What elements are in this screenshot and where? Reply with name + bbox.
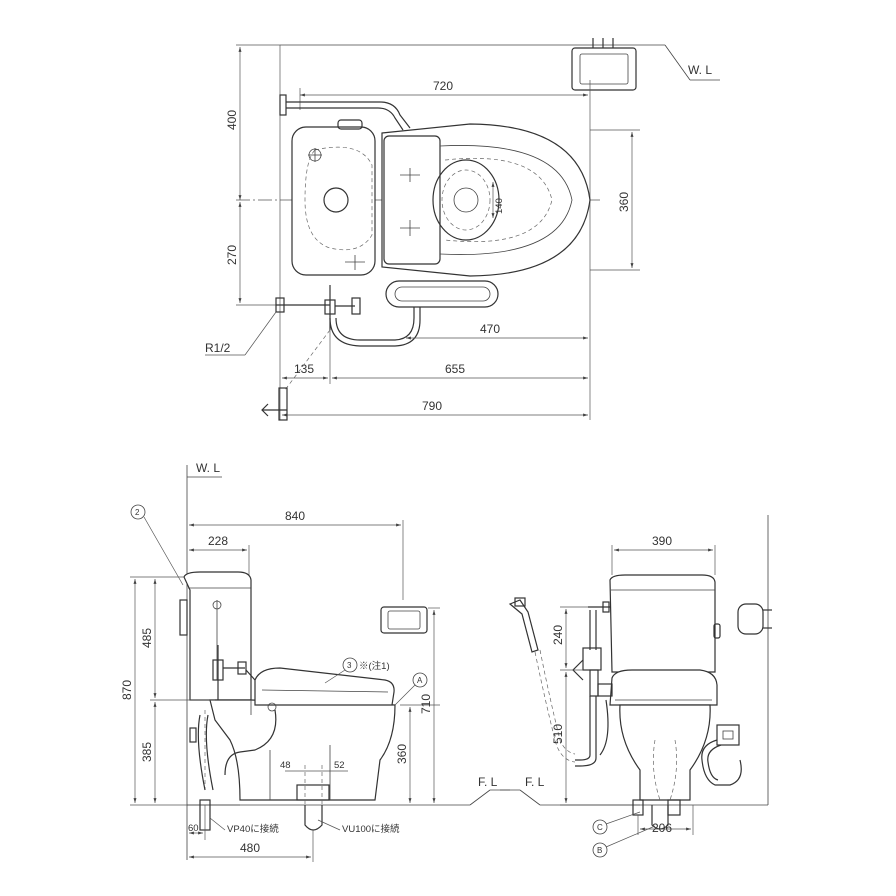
side-dim-360: 360 xyxy=(395,707,412,803)
side-dim-228-label: 228 xyxy=(208,534,228,548)
plan-dim-135-label: 135 xyxy=(294,362,314,376)
side-dim-840-label: 840 xyxy=(285,509,305,523)
plan-dim-655-label: 655 xyxy=(445,362,465,376)
plan-seat: 140 xyxy=(381,123,591,277)
plan-wall-remote xyxy=(571,38,637,91)
side-wall-line-label: W. L xyxy=(196,461,220,475)
front-dim-206: 206 xyxy=(640,821,691,835)
plan-wall-line: W. L xyxy=(280,44,720,81)
front-dim-510-label: 510 xyxy=(551,724,565,744)
side-dim-480-label: 480 xyxy=(240,841,260,855)
plan-tank xyxy=(291,119,376,276)
side-paper-holder xyxy=(380,606,428,634)
front-supply-piping xyxy=(572,601,613,767)
side-callout-2: 2 xyxy=(130,504,184,586)
side-floor-line-label: F. L xyxy=(478,775,498,789)
side-dim-485: 485 xyxy=(140,579,157,698)
side-dim-48-label: 48 xyxy=(280,760,291,771)
plan-dim-360: 360 xyxy=(617,132,634,268)
side-seat xyxy=(254,667,395,712)
front-dim-240: 240 xyxy=(551,609,568,668)
plan-dim-400: 400 xyxy=(225,47,242,200)
side-dim-228: 228 xyxy=(189,534,247,552)
plan-supply-valve xyxy=(275,285,421,347)
side-dim-480: 480 xyxy=(189,841,311,859)
front-dim-240-label: 240 xyxy=(551,625,565,645)
plan-dim-470: 470 xyxy=(406,322,588,340)
plan-dim-790-label: 790 xyxy=(422,399,442,413)
front-bidet-wand xyxy=(508,597,576,763)
svg-text:2: 2 xyxy=(135,508,140,517)
side-dim-60: 60 xyxy=(188,823,203,835)
plan-dim-270: 270 xyxy=(225,202,242,303)
side-dim-60-label: 60 xyxy=(188,823,199,834)
side-dim-485-label: 485 xyxy=(140,628,154,648)
plan-dim-470-label: 470 xyxy=(480,322,500,336)
side-vu100-note: VU100に接続 xyxy=(342,823,400,835)
plan-dim-360-label: 360 xyxy=(617,192,631,212)
plan-dim-270-label: 270 xyxy=(225,245,239,265)
svg-text:A: A xyxy=(417,676,423,685)
side-callout-a: A xyxy=(394,672,428,706)
front-dim-206-label: 206 xyxy=(652,821,672,835)
svg-text:3: 3 xyxy=(347,661,352,670)
front-callout-b: B xyxy=(592,825,656,858)
side-dim-840: 840 xyxy=(189,509,401,527)
plan-dim-655: 655 xyxy=(332,362,588,380)
plan-view: W. L 720 400 270 xyxy=(205,38,720,421)
side-supply-valve xyxy=(189,645,277,791)
front-tank xyxy=(609,574,721,673)
side-dim-385-label: 385 xyxy=(140,742,154,762)
front-bowl xyxy=(609,669,718,801)
plan-dim-790: 790 xyxy=(282,399,588,417)
side-tank xyxy=(179,571,252,701)
plan-dim-135: 135 xyxy=(282,362,328,380)
side-drain: 48 52 xyxy=(199,760,348,831)
side-dim-710: 710 xyxy=(419,610,436,803)
front-callout-c: C xyxy=(592,811,641,835)
plan-pipe-thread: R1/2 xyxy=(205,311,277,356)
side-dim-385: 385 xyxy=(140,702,157,803)
side-dim-870: 870 xyxy=(120,579,137,803)
side-dim-870-label: 870 xyxy=(120,680,134,700)
front-floor-line-label: F. L xyxy=(525,775,545,789)
svg-text:C: C xyxy=(597,823,603,832)
plan-pipe-thread-label: R1/2 xyxy=(205,341,231,355)
plan-dim-400-label: 400 xyxy=(225,110,239,130)
side-view: W. L 840 228 2 xyxy=(120,461,510,862)
front-remote xyxy=(737,603,772,635)
front-power-box xyxy=(701,724,742,786)
front-dim-390-label: 390 xyxy=(652,534,672,548)
plan-dim-720: 720 xyxy=(299,79,588,110)
side-dim-52-label: 52 xyxy=(334,760,345,771)
side-bowl xyxy=(209,699,396,801)
front-dim-510: 510 xyxy=(551,672,568,803)
front-dim-390: 390 xyxy=(614,534,713,552)
svg-text:B: B xyxy=(597,846,602,855)
side-vp40-note: VP40に接続 xyxy=(227,823,279,835)
plan-wall-line-label: W. L xyxy=(688,63,712,77)
side-dim-360-label: 360 xyxy=(395,744,409,764)
front-view: 390 xyxy=(500,515,772,858)
plan-dim-140-label: 140 xyxy=(494,198,505,214)
side-callout-3: 3 ※(注1) xyxy=(324,657,390,684)
plan-dim-720-label: 720 xyxy=(433,79,453,93)
plan-stop-fitting xyxy=(261,329,331,421)
side-dim-710-label: 710 xyxy=(419,694,433,714)
side-callout-3-note: ※(注1) xyxy=(359,660,390,672)
